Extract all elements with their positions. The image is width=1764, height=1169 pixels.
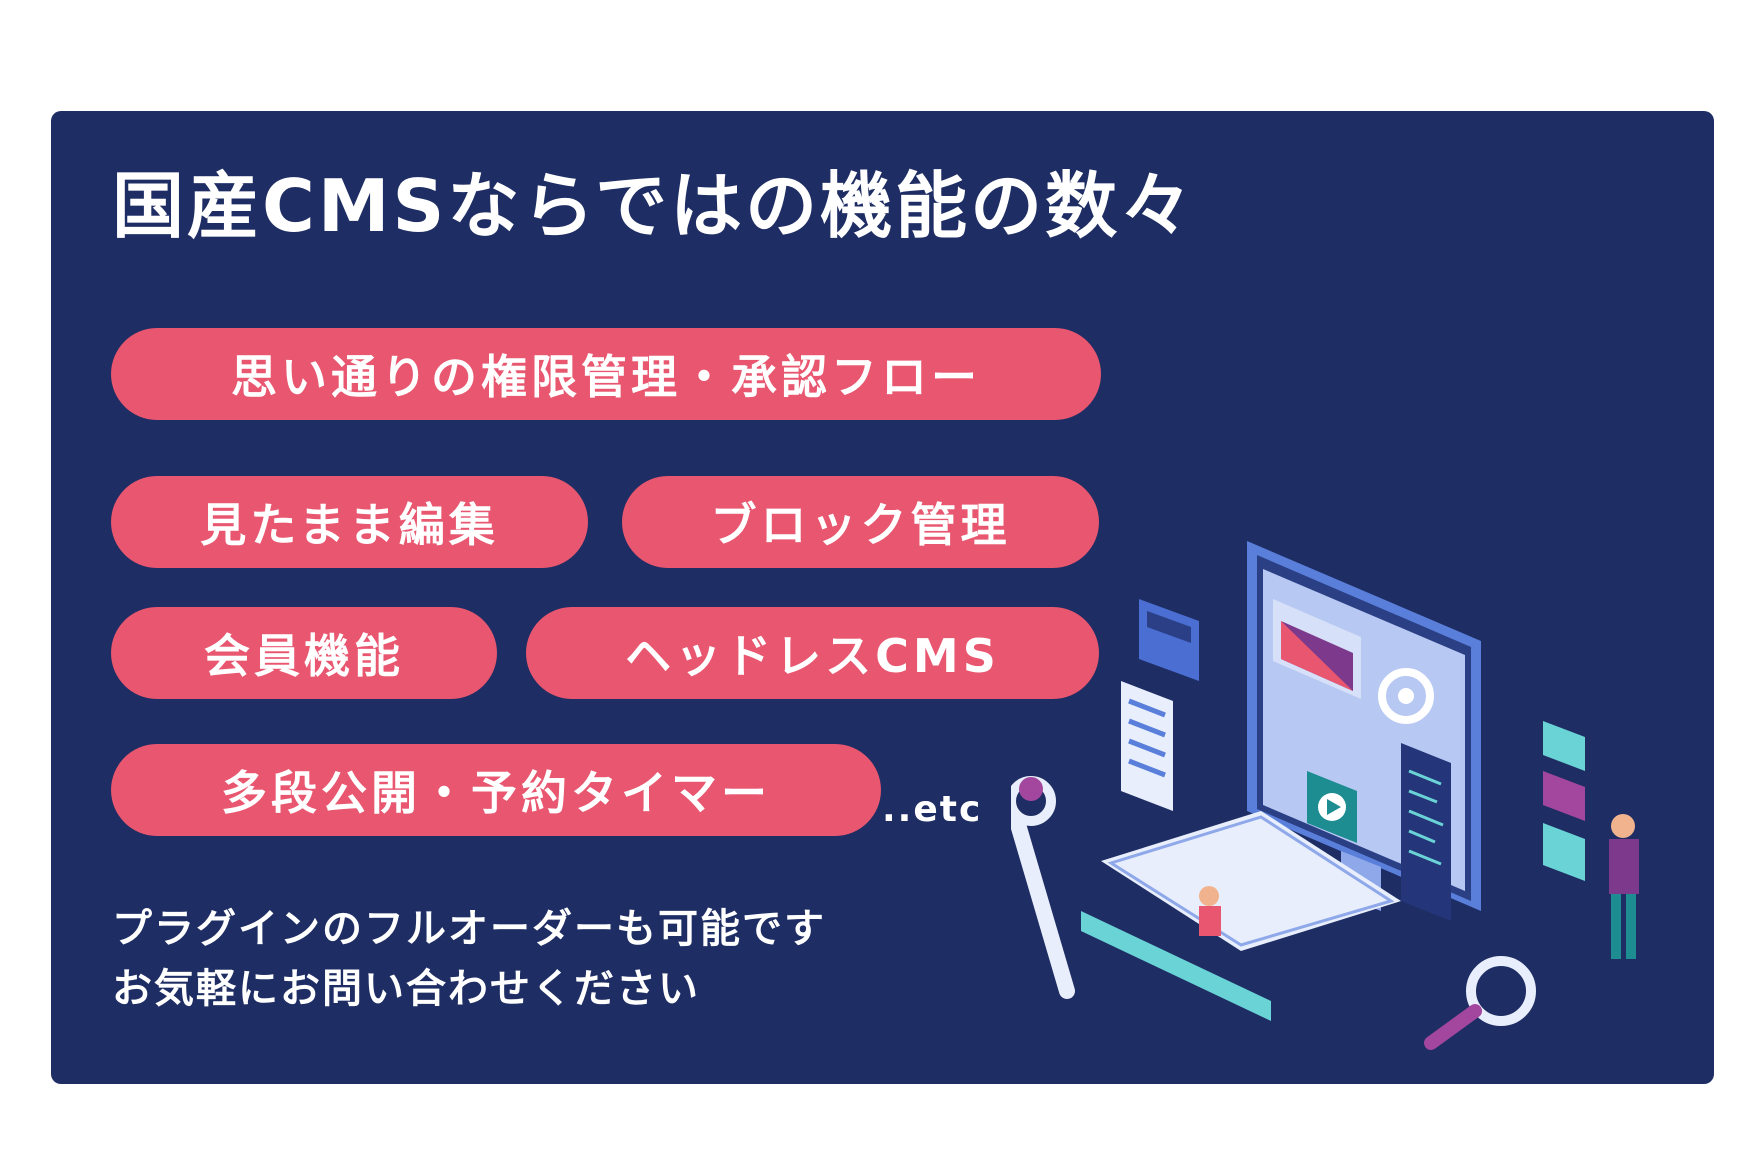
code-panel-icon [1401,743,1451,921]
feature-pill-permission-approval: 思い通りの権限管理・承認フロー [111,328,1101,420]
feature-pill-wysiwyg-edit: 見たまま編集 [111,476,588,568]
note-text: プラグインのフルオーダーも可能です お気軽にお問い合わせください [112,899,826,1019]
feature-panel: 国産CMSならではの機能の数々 思い通りの権限管理・承認フロー 見たまま編集 ブ… [51,111,1714,1084]
person-sitting-icon [1199,886,1219,906]
document-card-icon [1543,721,1585,771]
note-line-2: お気軽にお問い合わせください [112,966,700,1012]
feature-pill-headless-cms: ヘッドレスCMS [526,607,1099,699]
person-icon-right [1611,814,1635,838]
keyboard-icon [1101,811,1401,951]
page-title: 国産CMSならではの機能の数々 [112,164,1196,248]
feature-pill-block-management: ブロック管理 [622,476,1099,568]
wrench-icon [1011,813,1075,999]
magnifier-icon [1466,956,1536,1026]
gear-icon [1378,668,1434,724]
computer-developers-illustration-icon [1011,541,1639,1050]
etc-label: ..etc [882,789,983,830]
feature-pill-membership: 会員機能 [111,607,497,699]
feature-pill-multistage-publish: 多段公開・予約タイマー [111,744,881,836]
note-line-1: プラグインのフルオーダーも可能です [112,906,826,952]
ruler-icon [1081,911,1271,1021]
